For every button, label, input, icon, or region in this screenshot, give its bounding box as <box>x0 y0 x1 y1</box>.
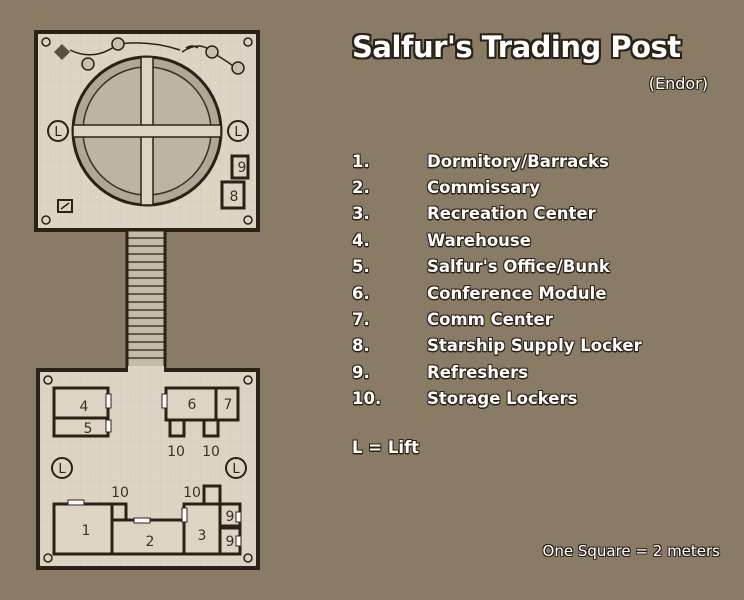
room-10-label-a: 10 <box>167 444 185 460</box>
room-7-label: 7 <box>224 397 233 413</box>
central-dome <box>71 55 223 207</box>
legend-number: 10. <box>352 389 382 409</box>
legend-item: 7. Comm Center <box>352 306 642 332</box>
legend-item: 1. Dormitory/Barracks <box>352 148 642 174</box>
legend-item: 5. Salfur's Office/Bunk <box>352 254 642 280</box>
room-legend: 1. Dormitory/Barracks 2. Commissary 3. Recr… <box>352 148 642 412</box>
legend-number: 4. <box>352 230 370 250</box>
legend-item: 9. Refreshers <box>352 359 642 385</box>
room-10-label-b: 10 <box>202 444 220 460</box>
map-subtitle: (Endor) <box>648 74 708 93</box>
connecting-corridor <box>125 228 167 372</box>
legend-item: 3. Recreation Center <box>352 201 642 227</box>
legend-label: Storage Lockers <box>427 389 578 409</box>
room-9-label-a: 9 <box>226 509 235 525</box>
conduit-pipes <box>69 37 245 75</box>
legend-label: Refreshers <box>427 362 529 382</box>
legend-label: Dormitory/Barracks <box>427 151 609 171</box>
lift-label: L <box>234 125 242 140</box>
corner-bolts-upper <box>41 37 253 225</box>
legend-label: Recreation Center <box>427 204 596 224</box>
lower-module: 4 5 6 7 10 10 L L 1 2 3 9 9 10 <box>36 366 260 570</box>
legend-item: 10. Storage Lockers <box>352 386 642 412</box>
legend-number: 3. <box>352 204 370 224</box>
lift-icon <box>47 120 69 142</box>
room-1-label: 1 <box>82 523 91 539</box>
lift-label: L <box>58 462 66 477</box>
lift-icon <box>227 120 249 142</box>
room-10-label-d: 10 <box>183 485 201 501</box>
legend-item: 8. Starship Supply Locker <box>352 333 642 359</box>
room-2-label: 2 <box>146 534 155 550</box>
legend-label: Starship Supply Locker <box>427 336 642 356</box>
legend-number: 1. <box>352 151 370 171</box>
legend-item: 4. Warehouse <box>352 227 642 253</box>
legend-label: Warehouse <box>427 230 531 250</box>
legend-number: 8. <box>352 336 370 356</box>
legend-number: 7. <box>352 310 370 330</box>
room-8-label: 8 <box>230 189 239 205</box>
room-3-label: 3 <box>198 528 207 544</box>
legend-item: 6. Conference Module <box>352 280 642 306</box>
lift-legend-note: L = Lift <box>352 438 420 457</box>
upper-module: 9 8 L L <box>34 30 260 232</box>
corner-bolts-lower <box>43 375 253 563</box>
legend-label: Salfur's Office/Bunk <box>427 257 610 277</box>
legend-label: Commissary <box>427 178 541 198</box>
legend-item: 2. Commissary <box>352 174 642 200</box>
room-6-label: 6 <box>188 397 197 413</box>
map-title: Salfur's Trading Post <box>352 30 681 64</box>
room-4-label: 4 <box>80 399 89 415</box>
legend-number: 9. <box>352 362 370 382</box>
room-9-upper-label: 9 <box>238 160 247 176</box>
room-10-label-c: 10 <box>111 485 129 501</box>
room-9-label-b: 9 <box>226 534 235 550</box>
lift-icon <box>225 457 247 479</box>
diamond-marker <box>54 44 70 60</box>
scale-note: One Square = 2 meters <box>542 542 720 560</box>
legend-number: 5. <box>352 257 370 277</box>
room-5-label: 5 <box>84 421 93 437</box>
lift-icon <box>51 457 73 479</box>
legend-label: Comm Center <box>427 310 553 330</box>
legend-number: 6. <box>352 283 370 303</box>
lift-label: L <box>232 462 240 477</box>
legend-label: Conference Module <box>427 283 607 303</box>
legend-number: 2. <box>352 178 370 198</box>
lift-label: L <box>54 125 62 140</box>
